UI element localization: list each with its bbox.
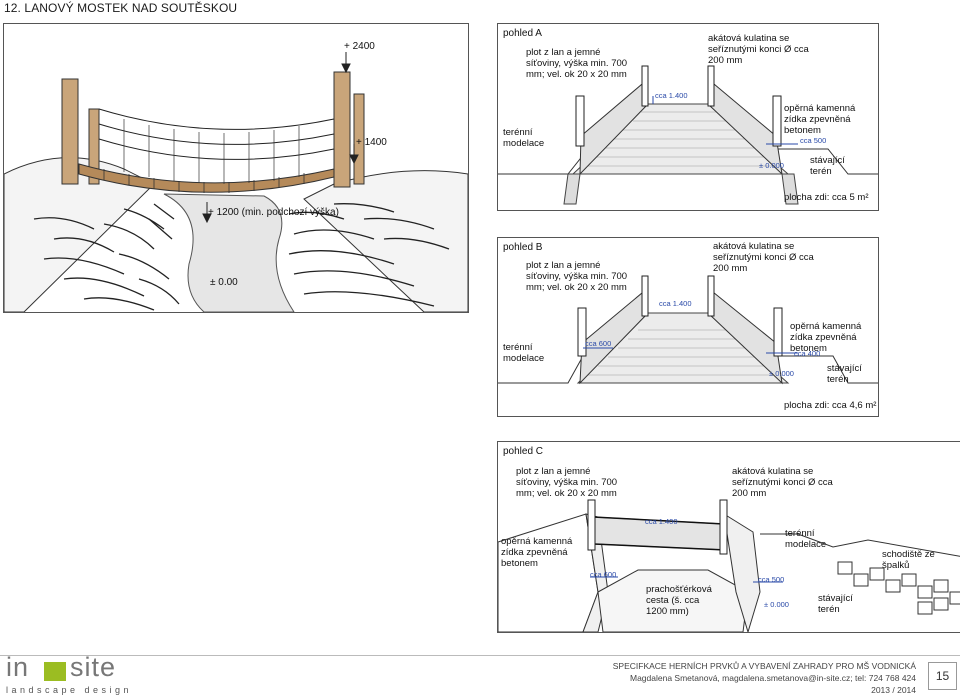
view-c-path-label: prachošťérková cesta (š. cca 1200 mm) (646, 584, 712, 617)
view-a-h1400: cca 1.400 (655, 91, 688, 100)
logo-in: in (6, 652, 30, 682)
view-a-wood-label: akátová kulatina se seříznutými konci Ø … (708, 33, 809, 66)
view-a-title: pohled A (503, 28, 542, 39)
view-b-drawing (498, 275, 878, 385)
level-1200-label: + 1200 (min. podchozí výška) (208, 207, 339, 218)
view-c-title: pohled C (503, 446, 544, 457)
view-b-panel: pohled B plot z lan a jemné síťoviny, vý… (497, 237, 879, 417)
logo-subtitle: landscape design (6, 685, 133, 695)
level-000-label: ± 0.00 (210, 277, 238, 288)
logo-site: site (70, 652, 117, 682)
footer-line-3: 2013 / 2014 (871, 685, 916, 695)
view-c-stairs-label: schodiště ze špalků (882, 549, 935, 571)
footer-divider (0, 655, 960, 656)
view-b-h1400: cca 1.400 (659, 299, 692, 308)
page-title: 12. LANOVÝ MOSTEK NAD SOUTĚSKOU (4, 1, 238, 15)
view-b-net-label: plot z lan a jemné síťoviny, výška min. … (526, 260, 628, 293)
sketch-drawing (4, 52, 468, 312)
view-b-area: plocha zdi: cca 4,6 m² (784, 400, 877, 411)
view-b-w400: cca 400 (794, 349, 821, 358)
sketch-panel: + 2400 + 1400 + 1200 (min. podchozí výšk… (3, 23, 469, 313)
view-c-existing-label: stávající terén (818, 593, 853, 615)
footer-line-2: Magdalena Smetanová, magdalena.smetanova… (630, 673, 916, 683)
view-c-w500: cca 500 (758, 575, 785, 584)
view-c-drawing (498, 499, 960, 632)
view-c-panel: pohled C plot z lan a jemné síťoviny, vý… (497, 441, 960, 633)
view-c-wood-label: akátová kulatina se seříznutými konci Ø … (732, 466, 833, 499)
footer-line-1: SPECIFKACE HERNÍCH PRVKŮ A VYBAVENÍ ZAHR… (612, 661, 916, 671)
view-a-existing-label: stávající terén (810, 155, 845, 177)
view-b-terrain-label: terénní modelace (503, 342, 545, 364)
view-a-area: plocha zdi: cca 5 m² (784, 192, 869, 203)
view-a-panel: pohled A plot z lan a jemné síťoviny, vý… (497, 23, 879, 211)
view-b-existing-label: stávající terén (827, 363, 862, 385)
view-c-h1400: cca 1.400 (645, 517, 678, 526)
view-c-terrain-label: terénní modelace (785, 528, 827, 550)
view-c-wall-label: opěrná kamenná zídka zpevněná betonem (501, 536, 573, 569)
level-1400-label: + 1400 (356, 137, 387, 148)
page-number: 15 (928, 662, 957, 690)
view-a-terrain-label: terénní modelace (503, 127, 545, 149)
view-b-wood-label: akátová kulatina se seříznutými konci Ø … (713, 241, 814, 274)
view-a-wall-label: opěrná kamenná zídka zpevněná betonem (784, 103, 856, 136)
level-2400-label: + 2400 (344, 41, 375, 52)
view-b-title: pohled B (503, 242, 543, 253)
view-a-net-label: plot z lan a jemné síťoviny, výška min. … (526, 47, 628, 80)
view-a-drawing (498, 65, 878, 205)
view-b-wall-label: opěrná kamenná zídka zpevněná betonem (790, 321, 862, 354)
view-c-net-label: plot z lan a jemné síťoviny, výška min. … (516, 466, 618, 499)
logo-square (44, 662, 66, 681)
view-a-w500: cca 500 (800, 136, 827, 145)
view-b-zero: ± 0.000 (769, 369, 794, 378)
view-b-w600: cca 600 (585, 339, 612, 348)
view-c-zero: ± 0.000 (764, 600, 789, 609)
view-c-w600: cca 600 (590, 570, 617, 579)
view-a-zero: ± 0.000 (759, 161, 784, 170)
